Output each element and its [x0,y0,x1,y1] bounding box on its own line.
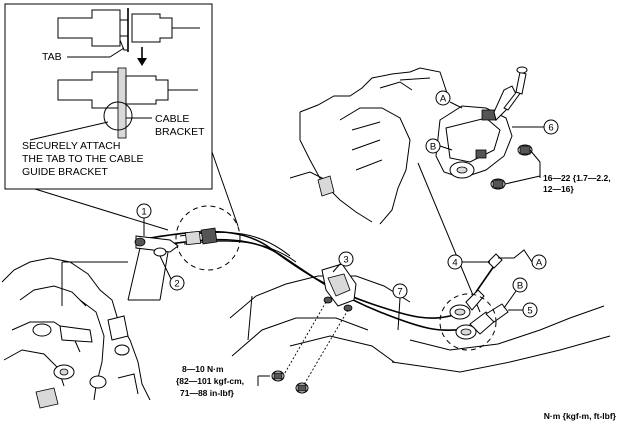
bolt-lower [490,178,506,190]
cable-end-before-illustration [57,8,200,52]
bracket-nut-1 [271,370,285,382]
inset-leader-left [34,188,169,231]
callout-B-lower: B [503,277,528,309]
units-note: N·m {kgf-m, ft-lbf} [544,411,617,421]
callout-6: 6 [512,119,559,135]
callout-7: 7 [392,283,408,331]
attach-note: SECURELY ATTACH THE TAB TO THE CABLE GUI… [22,121,144,178]
svg-text:4: 4 [452,258,457,269]
svg-text:A: A [440,94,447,105]
callout-1: 1 [136,203,152,236]
torque-right-line2: 12—16} [543,184,574,194]
shift-lever-assembly [289,66,541,225]
cable-bracket-label-line1: CABLE [155,113,189,125]
svg-text:5: 5 [527,306,532,317]
shift-cables [149,227,471,332]
torque-right-line1: 16—22 {1.7—2.2, [543,173,611,183]
attach-note-line2: THE TAB TO THE CABLE [22,153,144,165]
floor-tunnel [229,275,611,373]
cable-end-zoom-circle [439,293,497,351]
svg-text:A: A [536,258,543,269]
transaxle-illustration [1,247,169,409]
tab-label: TAB [42,51,62,63]
transaxle-lever-end [134,235,179,257]
bolt-upper [517,144,533,156]
lever-to-cable-leader [417,162,481,313]
svg-text:7: 7 [397,287,402,298]
torque-left-line3: 71—88 in-lbf} [180,388,235,398]
cable-end-shift [455,303,509,340]
inset-leader-right [211,151,239,227]
callout-3: 3 [332,251,354,273]
callout-B-upper: B [425,138,453,154]
callout-A-lower: A [498,249,547,270]
attach-note-line1: SECURELY ATTACH [22,140,120,152]
bracket-nut-2 [295,382,309,394]
detail-zoom-circle [175,205,241,271]
callout-4: 4 [447,254,490,270]
svg-text:B: B [517,281,523,292]
torque-spec-lever-bolts: 16—22 {1.7—2.2, 12—16} [543,173,611,194]
arrow-down-icon [137,47,147,66]
svg-text:B: B [430,142,436,153]
cable-end-after-illustration [57,67,198,139]
nut-leader-1 [281,301,327,379]
callout-A-upper: A [435,90,463,109]
callout-5: 5 [508,302,538,318]
svg-text:1: 1 [141,207,146,218]
cable-bracket-label-group: CABLE BRACKET [126,113,205,138]
cable-bracket-label-line2: BRACKET [155,126,205,138]
torque-left-line2: {82—101 kgf-cm, [176,376,244,386]
detail-inset: TAB CABLE BRACKET SECURELY ATTACH T [4,3,213,190]
svg-text:6: 6 [548,123,553,134]
svg-text:3: 3 [343,255,348,266]
torque-left-line1: 8—10 N·m [182,364,224,374]
tab-label-group: TAB [42,47,125,63]
attach-note-line3: GUIDE BRACKET [22,166,108,178]
svg-text:2: 2 [174,279,179,290]
cable-guide-bracket [321,263,357,312]
torque-spec-bracket-nuts: 8—10 N·m {82—101 kgf-cm, 71—88 in-lbf} [176,364,244,398]
callout-2: 2 [159,255,185,291]
nut-leader-2 [301,309,349,389]
